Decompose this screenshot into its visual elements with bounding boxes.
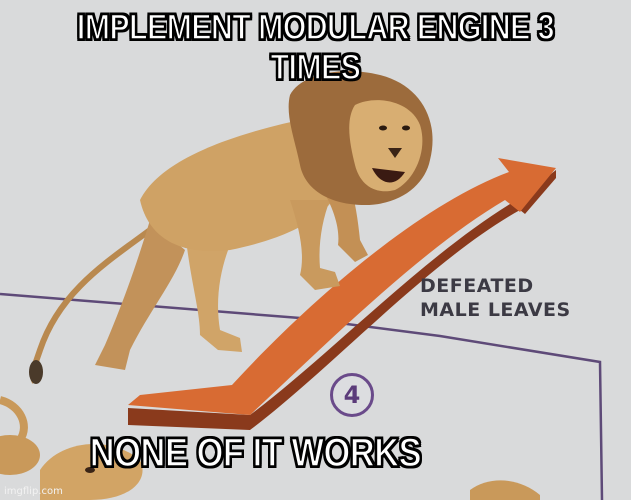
lion-nose [388, 148, 402, 158]
lion-figure [29, 71, 433, 384]
top-caption: IMPLEMENT MODULAR ENGINE 3 TIMES [76, 7, 555, 88]
lioness-eye [85, 467, 95, 473]
lion-body [140, 119, 341, 252]
diagram-step-label: DEFEATED MALE LEAVES [420, 274, 620, 322]
imgflip-watermark: imgflip.com [4, 486, 63, 497]
progress-arrow [128, 158, 556, 430]
lion-face [349, 100, 423, 192]
lion-front-leg-right [320, 185, 368, 262]
lionesses [0, 396, 540, 500]
lion-tail-tuft [29, 360, 43, 384]
arrow-body [128, 158, 556, 415]
lion-eye-left [379, 125, 387, 131]
step-number-badge: 4 [330, 373, 374, 417]
step-label-line2: MALE LEAVES [420, 299, 571, 321]
lion-eye-right [402, 125, 410, 131]
lion-mouth [372, 168, 405, 183]
lioness-right-head [470, 480, 540, 500]
bottom-caption: NONE OF IT WORKS [89, 430, 422, 476]
step-label-line1: DEFEATED [420, 275, 534, 297]
lion-back-leg-left [95, 220, 185, 370]
lioness-tail [0, 396, 28, 443]
lion-front-leg-left [290, 200, 340, 290]
lion-back-leg-right [185, 230, 242, 352]
lioness-left-head [0, 435, 40, 475]
